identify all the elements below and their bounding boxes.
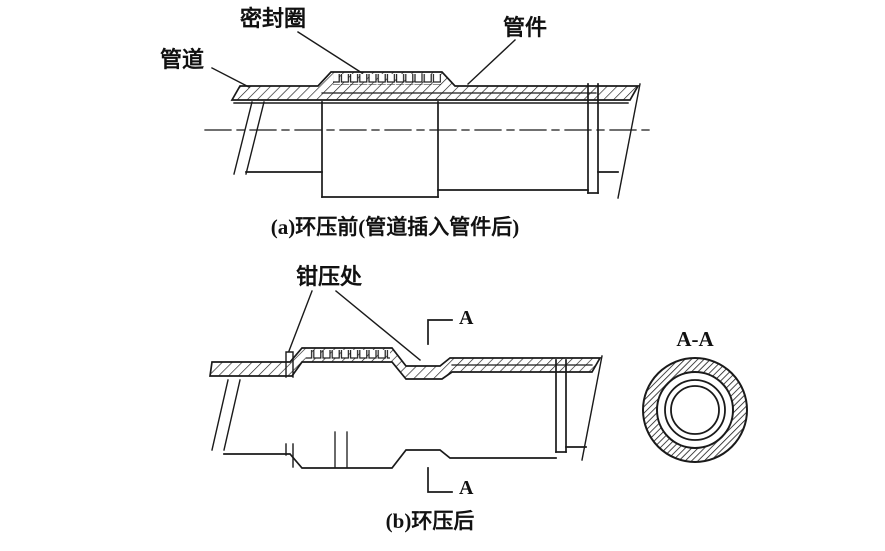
caption-part-a: (a)环压前(管道插入管件后): [270, 215, 520, 239]
section-marker-a-top: A: [459, 307, 474, 329]
sealing-ring-graphic-b: [306, 350, 390, 360]
label-pipe-fitting: 管件: [503, 15, 548, 40]
label-section-view-aa: A-A: [676, 327, 714, 351]
label-crimp-point: 钳压处: [296, 264, 363, 289]
leader-fitting: [467, 39, 516, 85]
caption-part-b: (b)环压后: [385, 509, 475, 533]
label-pipe: 管道: [160, 47, 205, 72]
sealing-ring-graphic: [333, 74, 441, 85]
part-b-drawing: [209, 290, 603, 493]
pipe-wall-section-b: [209, 347, 602, 380]
leader-pipe: [211, 67, 250, 88]
leader-crimp-right: [335, 290, 421, 361]
leader-crimp-left: [288, 290, 313, 352]
leader-sealing-ring: [297, 31, 363, 74]
label-sealing-ring: 密封圈: [240, 6, 307, 31]
section-aa-drawing: [641, 357, 749, 463]
part-a-drawing: [204, 31, 651, 199]
section-line-bottom: [427, 467, 453, 493]
section-aa-pipe-inner: [670, 385, 720, 435]
section-aa-pipe-outer: [664, 379, 726, 441]
section-line-top: [427, 319, 453, 345]
section-marker-a-bottom: A: [459, 477, 474, 499]
section-aa-outer-ring: [641, 357, 749, 463]
